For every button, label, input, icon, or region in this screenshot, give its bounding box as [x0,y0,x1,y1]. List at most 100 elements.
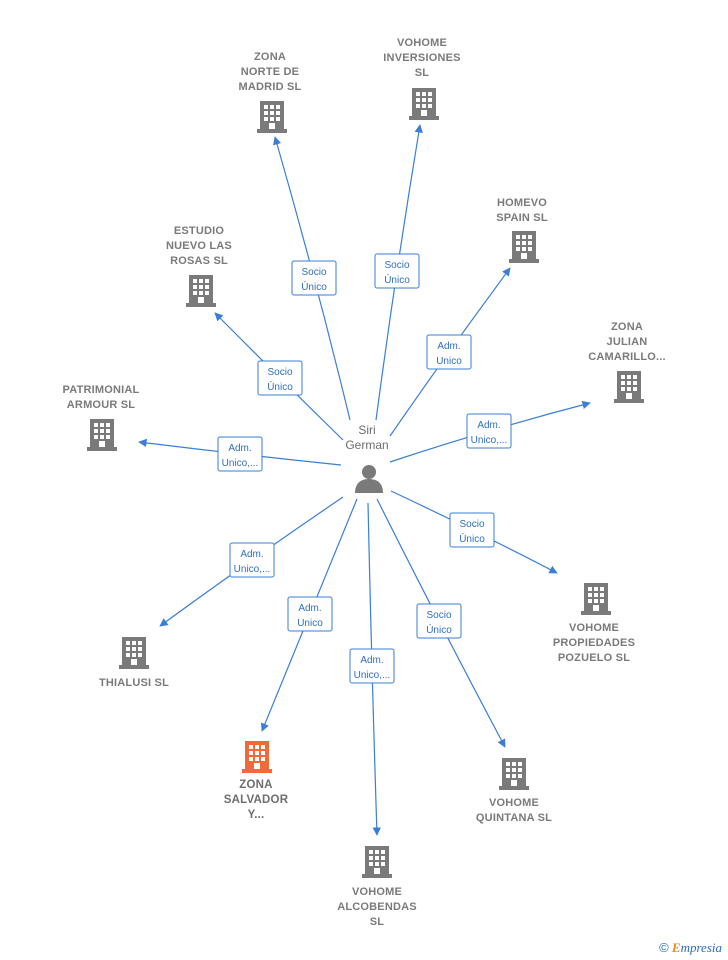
building-icon [362,846,392,878]
company-label-line: VOHOME [397,37,447,49]
brand-initial: E [671,940,681,955]
building-icon [186,275,216,307]
building-icon [87,419,117,451]
brand-watermark: © Empresia [659,940,722,956]
relation-badge-text: Socio [426,610,451,621]
relation-badge-text: Adm. [228,443,251,454]
relation-badge-box [291,260,337,296]
relation-badge-text: Único [384,273,410,286]
company-label-line: ZONA [254,51,286,63]
relation-badge-text: Unico [297,618,323,629]
company-label-line: ALCOBENDAS [337,901,417,913]
relation-badge-box [287,596,333,632]
company-node-vohome-propiedades[interactable]: VOHOME PROPIEDADES POZUELO SL [553,583,635,664]
building-icon [257,101,287,133]
relation-badge-text: Adm. [240,549,263,560]
relation-badge-text: Adm. [437,341,460,352]
company-label-line: JULIAN [607,336,648,348]
relation-badge-text: Adm. [477,420,500,431]
relation-badge-text: Socio [459,519,484,530]
company-label-line: ARMOUR SL [67,399,135,411]
relation-label-layer: SocioÚnicoSocioÚnicoAdm.UnicoSocioÚnicoA… [217,253,512,684]
relation-badge-text: Unico,... [222,458,259,469]
building-icon [499,758,529,790]
relation-badge-zona-julian[interactable]: Adm. Unico,... [466,413,512,449]
company-label-line: INVERSIONES [383,52,460,64]
brand-name: mpresia [680,940,722,955]
company-node-vohome-alcobendas[interactable]: VOHOME ALCOBENDAS SL [337,846,417,928]
company-node-vohome-inversiones[interactable]: VOHOME INVERSIONES SL [383,37,460,120]
relation-badge-box [374,253,420,289]
relation-badge-homevo-spain[interactable]: Adm.Unico [426,334,472,370]
company-label-line: VOHOME [489,797,539,809]
person-icon [355,465,383,493]
company-label-line: MADRID SL [239,81,302,93]
company-label-line: VOHOME [569,622,619,634]
company-label-line: QUINTANA SL [476,812,552,824]
company-label-line: VOHOME [352,886,402,898]
relation-badge-box [426,334,472,370]
company-label-line: ZONA [611,321,643,333]
company-label-line: SL [370,916,385,928]
company-node-zona-salvador[interactable]: ZONA SALVADOR Y... [224,741,289,821]
relation-badge-box [229,542,275,578]
building-icon [581,583,611,615]
copyright-icon: © [659,940,669,955]
relation-badge-box [416,603,462,639]
company-node-patrimonial-armour[interactable]: PATRIMONIAL ARMOUR SL [63,384,140,451]
relation-badge-zona-salvador[interactable]: Adm. Unico [287,596,333,632]
company-label-line: POZUELO SL [558,652,630,664]
relation-badge-text: Único [301,280,327,293]
building-icon [242,741,272,773]
company-node-vohome-quintana[interactable]: VOHOME QUINTANA SL [476,758,552,824]
relation-badge-text: Único [267,380,293,393]
company-label-line: ESTUDIO [174,225,225,237]
building-icon [509,231,539,263]
relation-badge-text: Socio [301,267,326,278]
company-label-line: HOMEVO [497,197,547,209]
company-label-line: SL [415,67,430,79]
relation-badge-box [466,413,512,449]
company-node-zona-julian[interactable]: ZONA JULIAN CAMARILLO... [588,321,666,403]
company-label-line: ZONA [239,779,272,791]
company-label-line: THIALUSI SL [99,677,169,689]
relation-badge-text: Unico,... [234,564,271,575]
company-node-thialusi[interactable]: THIALUSI SL [99,637,169,689]
relation-badge-box [217,436,263,472]
relation-badge-text: Adm. [298,603,321,614]
relation-badge-box [449,512,495,548]
building-icon [409,88,439,120]
relation-badge-text: Único [426,623,452,636]
relation-badge-text: Unico,... [471,435,508,446]
building-icon [614,371,644,403]
person-name-line-2: German [345,438,388,452]
relation-badge-text: Socio [384,260,409,271]
company-label-line: PROPIEDADES [553,637,635,649]
person-name-line-1: Siri [358,423,375,437]
relation-badge-text: Adm. [360,655,383,666]
building-icon [119,637,149,669]
relation-badge-patrimonial-armour[interactable]: Adm. Unico,... [217,436,263,472]
relation-badge-thialusi[interactable]: Adm. Unico,... [229,542,275,578]
relation-badge-box [349,648,395,684]
relation-badge-vohome-alcobendas[interactable]: Adm.Unico,... [349,648,395,684]
company-node-estudio-nuevo[interactable]: ESTUDIO NUEVO LAS ROSAS SL [166,225,232,307]
company-label-line: ROSAS SL [170,255,228,267]
company-label-line: PATRIMONIAL [63,384,140,396]
company-label-line: CAMARILLO... [588,351,666,363]
center-person[interactable]: Siri German [345,423,389,493]
company-label-line: SALVADOR [224,794,289,806]
company-label-line: Y... [248,809,265,821]
relation-badge-box [257,360,303,396]
company-label-line: NUEVO LAS [166,240,232,252]
relation-badge-text: Socio [267,367,292,378]
